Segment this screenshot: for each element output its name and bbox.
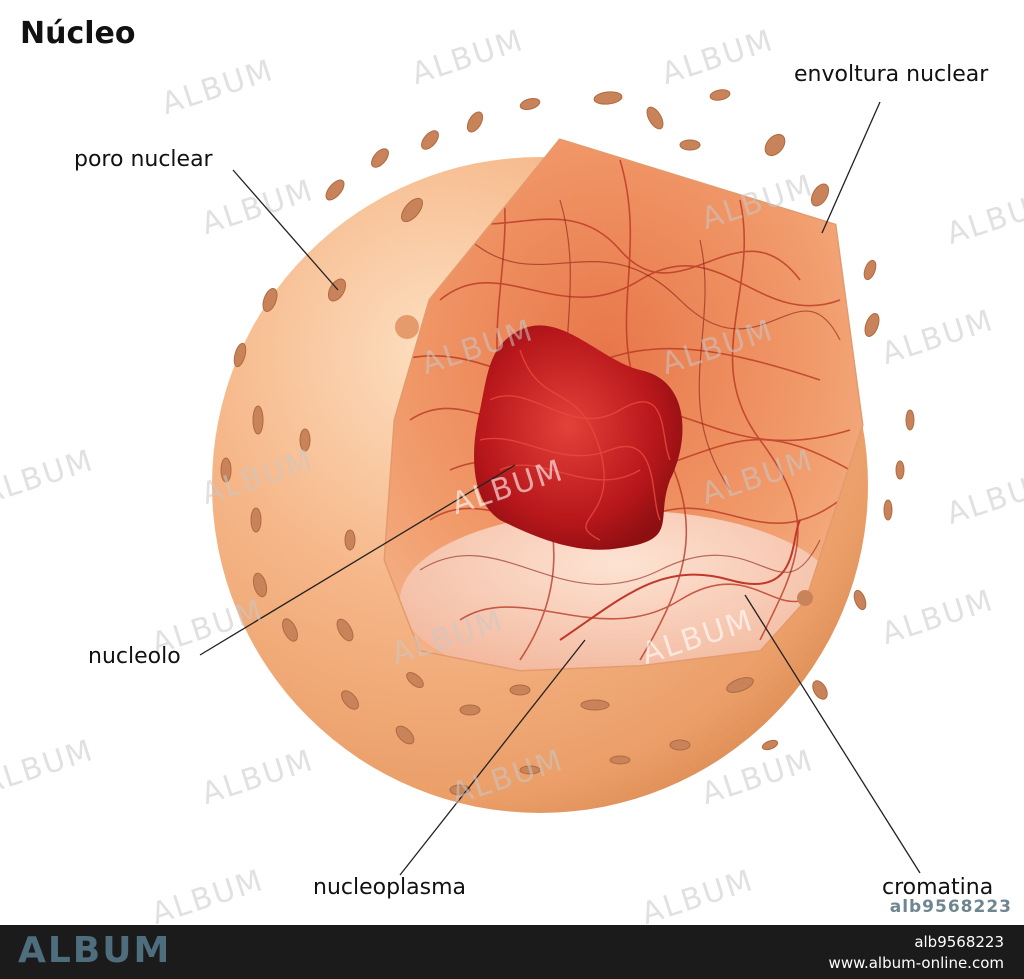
leader-lines	[199, 101, 921, 876]
pore-bump	[797, 590, 813, 606]
footer-url[interactable]: www.album-online.com	[828, 954, 1004, 972]
footer-bar: ALBUM alb9568223 www.album-online.com	[0, 925, 1024, 979]
label-nucleolo: nucleolo	[88, 644, 181, 669]
diagram-area: ALBUM ALBUM ALBUM ALBUM ALBUM ALBUM ALBU…	[0, 16, 1024, 932]
nuclear-pores	[220, 89, 915, 796]
pore-bump	[395, 315, 419, 339]
label-poro-nuclear: poro nuclear	[74, 147, 213, 172]
page-title: Núcleo	[20, 16, 136, 51]
cromatina	[559, 519, 801, 641]
label-nucleoplasma: nucleoplasma	[313, 875, 467, 900]
footer-image-id: alb9568223	[914, 933, 1004, 951]
image-id-mark: alb9568223	[889, 897, 1012, 917]
album-logo[interactable]: ALBUM	[18, 930, 172, 971]
label-cromatina: cromatina	[882, 875, 994, 900]
nucleolo	[474, 325, 683, 550]
nucleus-illustration	[199, 89, 921, 876]
label-envoltura-nuclear: envoltura nuclear	[794, 62, 989, 87]
